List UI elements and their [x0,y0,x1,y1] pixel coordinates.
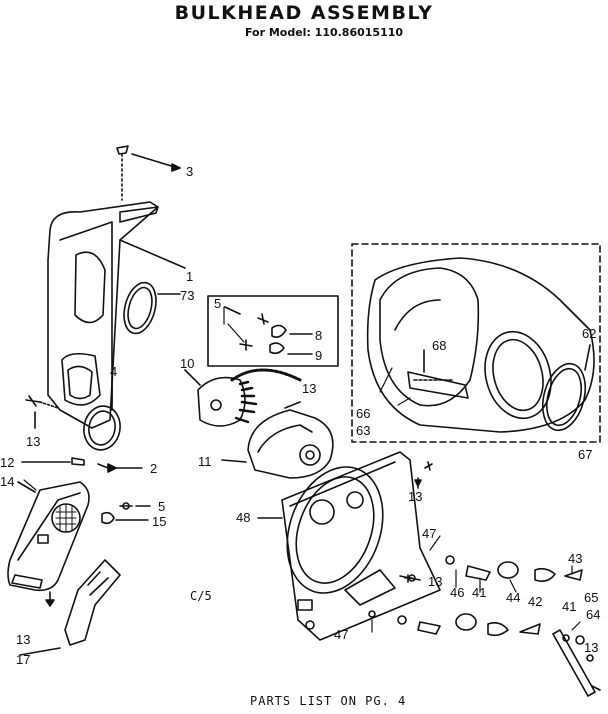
part-label-66: 66 [356,406,370,421]
part-label-13-left: 13 [26,434,40,449]
part-label-2: 2 [150,461,157,476]
model-number: For Model: 110.86015110 [244,26,404,39]
part-labels: 3 1 73 5 8 9 10 13 4 13 12 2 14 11 5 15 … [0,164,600,667]
part-label-67: 67 [578,447,592,462]
part-label-13-bulkhead: 13 [408,489,422,504]
part-label-63: 63 [356,423,370,438]
seal-part-73 [123,281,181,335]
drum-part-66-68 [366,257,595,433]
part-label-48: 48 [236,510,250,525]
part-label-46: 46 [450,585,464,600]
part-label-17: 17 [16,652,30,667]
blower-housing-part-11 [221,401,334,479]
screw-part-13-rear [404,461,433,583]
drum-rear-seal-part-62 [541,344,591,432]
part-label-47-upper: 47 [422,526,436,541]
ring-part-4 [83,377,121,451]
leader-lines [23,306,581,633]
part-label-65: 65 [584,590,598,605]
part-label-13-right: 13 [584,640,598,655]
lint-housing-part-14 [7,481,90,592]
front-bulkhead-bracket-part-1 [47,201,186,429]
part-label-13-bottom-left: 13 [16,632,30,647]
part-label-10: 10 [180,356,194,371]
diagram-title: BULKHEAD ASSEMBLY [174,2,434,24]
part-label-41-lower: 41 [562,599,576,614]
part-label-68: 68 [432,338,446,353]
drum-detail-box [351,243,601,443]
part-label-13-blower: 13 [302,381,316,396]
detail-box-5-8-9 [207,295,339,367]
bracket-part-17 [19,559,121,656]
part-label-47-lower: 47 [334,627,348,642]
screw-part-3 [116,145,181,201]
part-label-42: 42 [528,594,542,609]
part-label-13-mid: 13 [428,574,442,589]
fasteners-part-12-2 [21,457,143,473]
part-label-9: 9 [315,348,322,363]
part-label-44: 44 [506,590,520,605]
part-label-41-upper: 41 [472,585,486,600]
part-label-5-lower: 5 [158,499,165,514]
part-label-73: 73 [180,288,194,303]
part-label-43: 43 [568,551,582,566]
blower-wheel-part-10 [184,368,302,427]
part-label-3: 3 [186,164,193,179]
part-label-8: 8 [315,328,322,343]
rear-bulkhead-part-48 [257,451,441,641]
part-label-14: 14 [0,474,14,489]
part-label-15: 15 [152,514,166,529]
diagram-code: C/5 [190,589,212,603]
part-label-5-upper: 5 [214,296,221,311]
part-label-4: 4 [110,364,117,379]
part-label-12: 12 [0,455,14,470]
screw-part-13-left [25,395,59,429]
roller-assembly-lower [368,610,541,637]
part-label-11: 11 [198,454,212,469]
part-label-1: 1 [186,269,193,284]
parts-list-note: PARTS LIST ON PG. 4 [250,694,407,708]
idler-arm-part-65 [552,629,601,697]
screw-part-5-15 [101,502,151,525]
part-label-64: 64 [586,607,600,622]
part-label-62: 62 [582,326,596,341]
